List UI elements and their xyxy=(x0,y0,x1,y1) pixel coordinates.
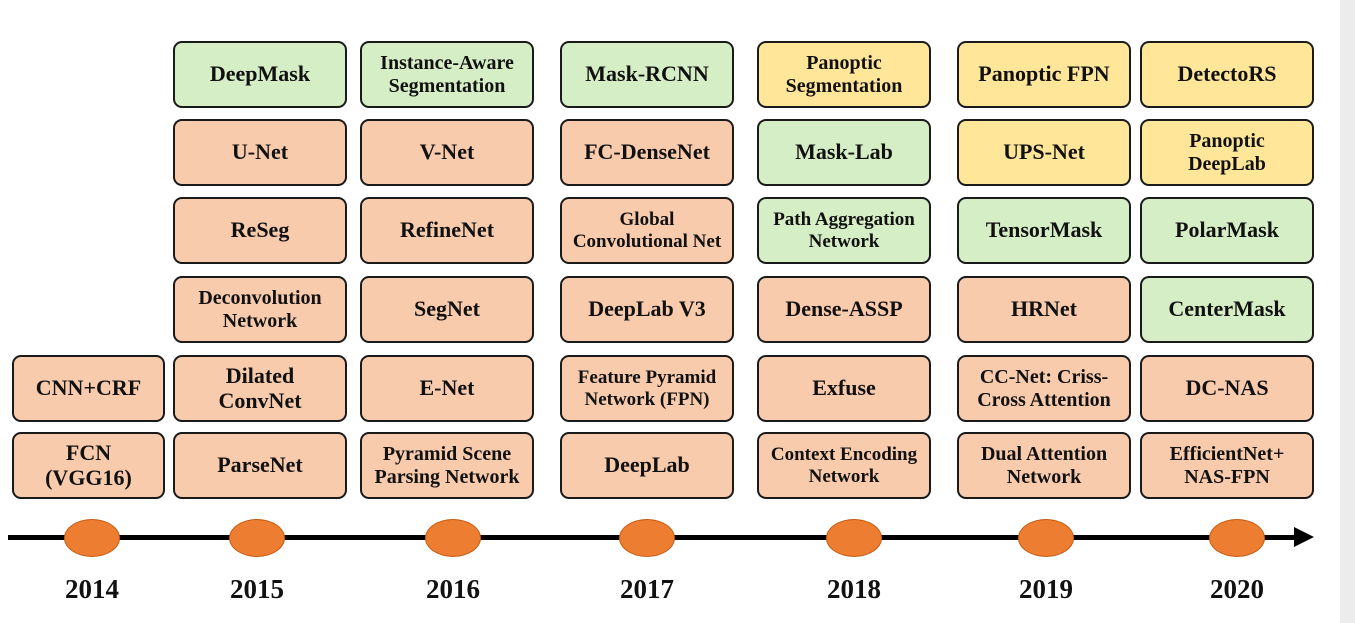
year-label-2018: 2018 xyxy=(827,574,881,604)
box-refinenet: RefineNet xyxy=(360,197,534,264)
timeline-marker-2018 xyxy=(826,519,882,557)
box-efficientnet-nas-fpn: EfficientNet+ NAS-FPN xyxy=(1140,432,1314,499)
box-reseg: ReSeg xyxy=(173,197,347,264)
timeline-marker-2014 xyxy=(64,519,120,557)
box-context-encoding-network: Context Encoding Network xyxy=(757,432,931,499)
box-u-net: U-Net xyxy=(173,119,347,186)
box-panoptic-segmentation: Panoptic Segmentation xyxy=(757,41,931,108)
box-polarmask: PolarMask xyxy=(1140,197,1314,264)
year-label-2015: 2015 xyxy=(230,574,284,604)
box-deeplab: DeepLab xyxy=(560,432,734,499)
box-cnn-crf: CNN+CRF xyxy=(12,355,165,422)
box-fcn-vgg16: FCN (VGG16) xyxy=(12,432,165,499)
year-label-2020: 2020 xyxy=(1210,574,1264,604)
box-pyramid-scene-parsing-network: Pyramid Scene Parsing Network xyxy=(360,432,534,499)
box-exfuse: Exfuse xyxy=(757,355,931,422)
timeline-marker-2016 xyxy=(425,519,481,557)
timeline-arrowhead xyxy=(1294,527,1314,547)
box-dual-attention-network: Dual Attention Network xyxy=(957,432,1131,499)
timeline-marker-2015 xyxy=(229,519,285,557)
box-instance-aware-segmentation: Instance-Aware Segmentation xyxy=(360,41,534,108)
timeline-marker-2017 xyxy=(619,519,675,557)
box-centermask: CenterMask xyxy=(1140,276,1314,343)
box-deconvolution-network: Deconvolution Network xyxy=(173,276,347,343)
box-e-net: E-Net xyxy=(360,355,534,422)
box-dense-assp: Dense-ASSP xyxy=(757,276,931,343)
box-hrnet: HRNet xyxy=(957,276,1131,343)
box-panoptic-fpn: Panoptic FPN xyxy=(957,41,1131,108)
box-ups-net: UPS-Net xyxy=(957,119,1131,186)
year-label-2019: 2019 xyxy=(1019,574,1073,604)
box-path-aggregation-network: Path Aggregation Network xyxy=(757,197,931,264)
box-detectors: DetectoRS xyxy=(1140,41,1314,108)
year-label-2017: 2017 xyxy=(620,574,674,604)
box-feature-pyramid-network: Feature Pyramid Network (FPN) xyxy=(560,355,734,422)
box-v-net: V-Net xyxy=(360,119,534,186)
box-deepmask: DeepMask xyxy=(173,41,347,108)
box-global-convolutional-net: Global Convolutional Net xyxy=(560,197,734,264)
box-panoptic-deeplab: Panoptic DeepLab xyxy=(1140,119,1314,186)
box-segnet: SegNet xyxy=(360,276,534,343)
box-mask-lab: Mask-Lab xyxy=(757,119,931,186)
box-dc-nas: DC-NAS xyxy=(1140,355,1314,422)
box-deeplab-v3: DeepLab V3 xyxy=(560,276,734,343)
box-dilated-convnet: Dilated ConvNet xyxy=(173,355,347,422)
year-label-2014: 2014 xyxy=(65,574,119,604)
box-mask-rcnn: Mask-RCNN xyxy=(560,41,734,108)
timeline-marker-2020 xyxy=(1209,519,1265,557)
box-fc-densenet: FC-DenseNet xyxy=(560,119,734,186)
right-edge-strip xyxy=(1340,0,1355,623)
year-label-2016: 2016 xyxy=(426,574,480,604)
box-parsenet: ParseNet xyxy=(173,432,347,499)
timeline-marker-2019 xyxy=(1018,519,1074,557)
box-tensormask: TensorMask xyxy=(957,197,1131,264)
box-cc-net-criss-cross-attention: CC-Net: Criss- Cross Attention xyxy=(957,355,1131,422)
